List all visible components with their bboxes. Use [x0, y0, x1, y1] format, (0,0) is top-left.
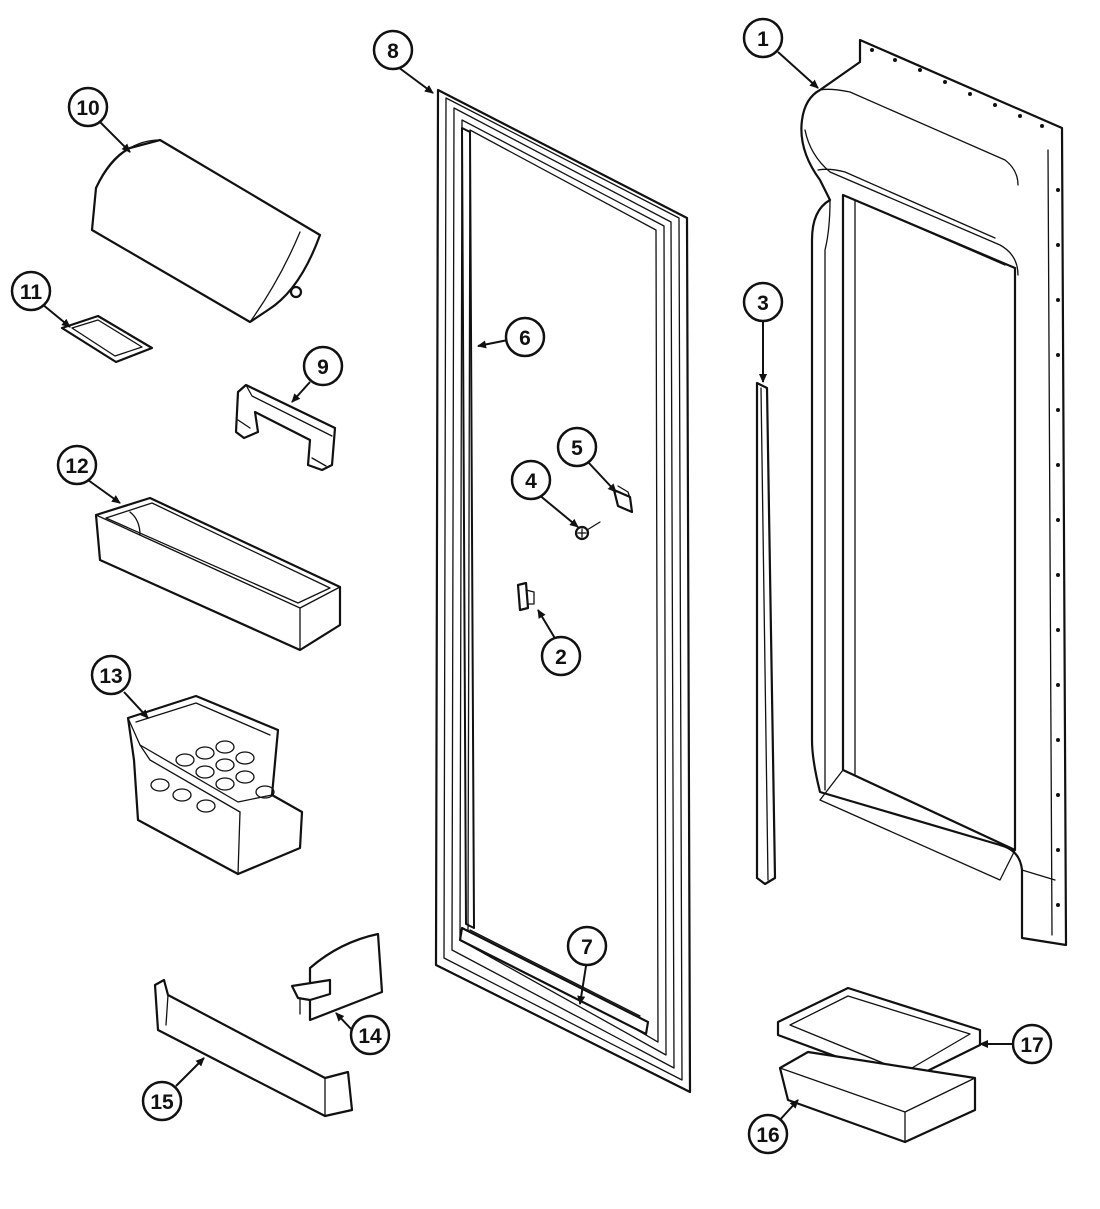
- part-door-liner: [800, 38, 1068, 947]
- part-door-trim-bottom: [458, 926, 650, 1036]
- part-trim-strip: [755, 381, 777, 886]
- callout-16: 16: [747, 1113, 789, 1155]
- callout-8-label: 8: [387, 40, 399, 63]
- callout-14: 14: [349, 1014, 391, 1056]
- part-door-trim-left: [461, 127, 475, 929]
- liner-screw-holes: [870, 48, 1060, 907]
- callout-3-label: 3: [757, 292, 769, 315]
- part-egg-bin: [126, 694, 304, 876]
- callout-4-label: 4: [525, 470, 537, 493]
- callout-15: 15: [141, 1080, 183, 1122]
- callout-2-label: 2: [555, 646, 567, 669]
- callout-1-label: 1: [757, 28, 769, 51]
- callout-17: 17: [1011, 1023, 1053, 1065]
- callout-5-label: 5: [571, 437, 583, 460]
- egg-cups: [150, 740, 275, 813]
- callout-14-label: 14: [358, 1025, 382, 1048]
- part-tray: [60, 314, 154, 364]
- callout-4: 4: [510, 459, 552, 501]
- part-clip: [612, 485, 634, 514]
- part-bracket: [234, 383, 337, 472]
- part-screw: [574, 521, 601, 541]
- part-crisper-bin: [778, 1050, 977, 1144]
- callout-11: 11: [10, 270, 52, 312]
- callout-12: 12: [56, 444, 98, 486]
- callout-12-label: 12: [65, 455, 88, 478]
- callout-17-label: 17: [1020, 1034, 1043, 1057]
- callout-2: 2: [540, 635, 582, 677]
- callout-11-label: 11: [20, 281, 43, 304]
- callout-7: 7: [566, 925, 608, 967]
- callout-1: 1: [742, 17, 784, 59]
- part-dairy-door: [90, 138, 322, 324]
- callout-6-label: 6: [519, 327, 531, 350]
- part-door-bin: [94, 496, 342, 652]
- leader-lines: [41, 51, 1014, 1123]
- callout-6: 6: [504, 316, 546, 358]
- callout-15-label: 15: [150, 1091, 174, 1114]
- callout-5: 5: [556, 426, 598, 468]
- callout-7-label: 7: [581, 936, 593, 959]
- callout-13-label: 13: [99, 665, 122, 688]
- callout-9-label: 9: [317, 356, 329, 379]
- part-hinge-cover: [516, 581, 535, 612]
- part-shallow-bin: [153, 978, 354, 1118]
- callout-9: 9: [302, 345, 344, 387]
- callout-8: 8: [372, 29, 414, 71]
- part-divider: [290, 932, 384, 1022]
- part-door-gasket: [434, 88, 692, 1094]
- callout-16-label: 16: [756, 1124, 779, 1147]
- callout-3: 3: [742, 281, 784, 323]
- callout-10: 10: [67, 86, 109, 128]
- callout-13: 13: [90, 654, 132, 696]
- callout-10-label: 10: [76, 97, 99, 120]
